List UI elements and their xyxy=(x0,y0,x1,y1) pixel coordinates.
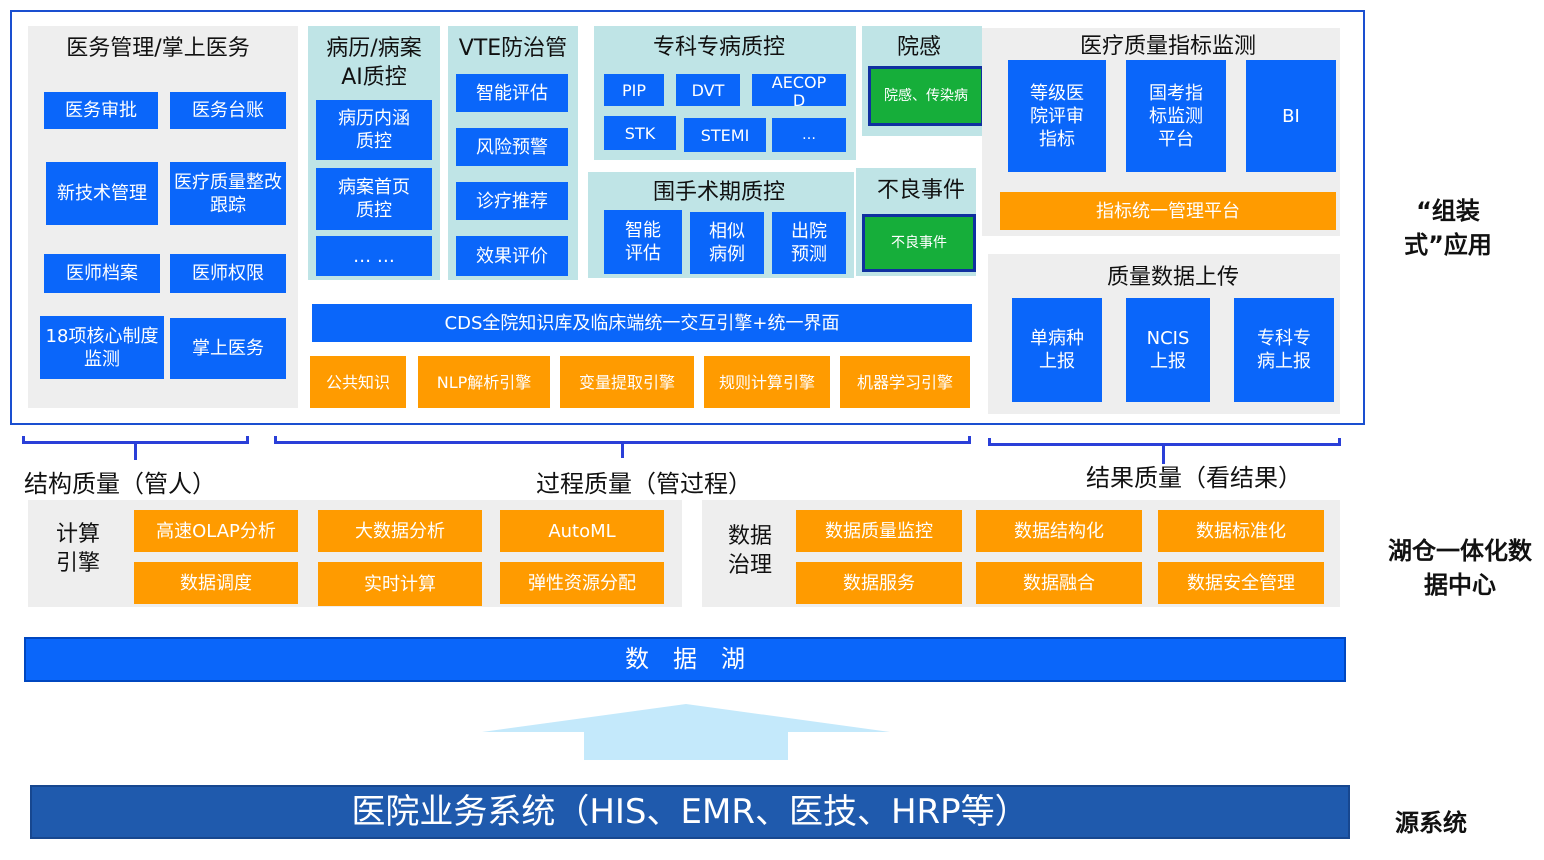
app-box[interactable]: 医疗质量整改跟踪 xyxy=(170,162,286,225)
app-box[interactable]: 病历内涵质控 xyxy=(316,100,432,160)
app-box[interactable]: 专科专病上报 xyxy=(1234,298,1334,402)
app-box[interactable]: 新技术管理 xyxy=(46,162,158,225)
panel-title: 病历/病案AI质控 xyxy=(326,36,422,90)
source-system-label: 源系统 xyxy=(1395,809,1467,837)
app-box[interactable]: DVT xyxy=(676,74,740,106)
panel-title: 医务管理/掌上医务 xyxy=(66,36,250,61)
app-box[interactable]: 出院预测 xyxy=(772,212,846,274)
app-box[interactable]: … … xyxy=(316,236,432,276)
panel-title: 不良事件 xyxy=(876,178,965,203)
panel-title: 计算引擎 xyxy=(55,522,100,576)
engine-box[interactable]: 变量提取引擎 xyxy=(560,356,694,408)
structure-quality-label: 结构质量（管人） xyxy=(24,470,216,498)
engine-box[interactable]: 机器学习引擎 xyxy=(840,356,970,408)
app-box[interactable]: 智能评估 xyxy=(604,210,682,274)
process-bracket xyxy=(274,436,971,444)
app-box[interactable]: 医师档案 xyxy=(44,254,160,293)
app-box[interactable]: … xyxy=(772,118,846,152)
governance-box[interactable]: 数据标准化 xyxy=(1158,510,1324,552)
compute-box[interactable]: 高速OLAP分析 xyxy=(134,510,298,552)
panel-title: 院感 xyxy=(896,35,941,60)
app-box[interactable]: NCIS上报 xyxy=(1126,298,1210,402)
application-layer-frame xyxy=(10,10,1365,425)
structure-bracket xyxy=(22,436,249,444)
compute-box[interactable]: 数据调度 xyxy=(134,562,298,604)
app-box[interactable]: 相似病例 xyxy=(690,212,764,274)
engine-box[interactable]: 公共知识 xyxy=(310,356,406,408)
app-box[interactable]: 单病种上报 xyxy=(1012,298,1102,402)
app-box[interactable]: 效果评价 xyxy=(456,236,568,276)
engine-box[interactable]: NLP解析引擎 xyxy=(418,356,550,408)
compute-box[interactable]: 弹性资源分配 xyxy=(500,562,664,604)
up-arrow-icon xyxy=(482,704,890,760)
governance-box[interactable]: 数据结构化 xyxy=(976,510,1142,552)
compute-box[interactable]: 实时计算 xyxy=(318,562,482,606)
bracket-tick xyxy=(134,444,137,460)
app-box[interactable]: 病案首页质控 xyxy=(316,168,432,230)
adverse-event-box[interactable]: 不良事件 xyxy=(862,214,976,272)
panel-title: 质量数据上传 xyxy=(1106,265,1239,290)
cds-bar[interactable]: CDS全院知识库及临床端统一交互引擎+统一界面 xyxy=(312,304,972,342)
hospital-business-system-bar[interactable]: 医院业务系统（HIS、EMR、医技、HRP等） xyxy=(30,785,1350,839)
app-box[interactable]: 18项核心制度监测 xyxy=(40,316,164,379)
governance-box[interactable]: 数据融合 xyxy=(976,562,1142,604)
app-box[interactable]: 等级医院评审指标 xyxy=(1008,60,1106,172)
app-box[interactable]: 智能评估 xyxy=(456,74,568,112)
bracket-tick xyxy=(621,444,624,458)
panel-title: 专科专病质控 xyxy=(652,35,785,60)
app-box[interactable]: 风险预警 xyxy=(456,128,568,166)
infection-box[interactable]: 院感、传染病 xyxy=(868,66,984,126)
app-box[interactable]: 医师权限 xyxy=(170,254,286,293)
app-box[interactable]: STEMI xyxy=(684,118,766,152)
engine-box[interactable]: 规则计算引擎 xyxy=(704,356,830,408)
result-bracket xyxy=(988,438,1341,446)
app-box[interactable]: 掌上医务 xyxy=(170,318,286,379)
compute-box[interactable]: AutoML xyxy=(500,510,664,552)
process-quality-label: 过程质量（管过程） xyxy=(536,470,752,498)
governance-box[interactable]: 数据安全管理 xyxy=(1158,562,1324,604)
data-lake-bar[interactable]: 数 据 湖 xyxy=(24,637,1346,682)
app-box[interactable]: 诊疗推荐 xyxy=(456,182,568,220)
assembled-apps-label: “组装式”应用 xyxy=(1404,197,1492,259)
result-quality-label: 结果质量（看结果） xyxy=(1086,464,1302,492)
app-box[interactable]: AECOPD xyxy=(752,74,846,106)
panel-title: 数据治理 xyxy=(727,524,772,578)
lakehouse-label: 湖仓一体化数据中心 xyxy=(1388,537,1532,599)
app-box[interactable]: BI xyxy=(1246,60,1336,172)
app-box[interactable]: 国考指标监测平台 xyxy=(1126,60,1226,172)
indicator-platform-bar[interactable]: 指标统一管理平台 xyxy=(1000,192,1336,230)
panel-title: 围手术期质控 xyxy=(652,180,785,205)
governance-box[interactable]: 数据质量监控 xyxy=(796,510,962,552)
governance-box[interactable]: 数据服务 xyxy=(796,562,962,604)
app-box[interactable]: 医务审批 xyxy=(44,92,158,129)
panel-title: VTE防治管 xyxy=(458,36,568,61)
bracket-tick xyxy=(1162,446,1165,464)
panel-title: 医疗质量指标监测 xyxy=(1079,34,1256,59)
compute-box[interactable]: 大数据分析 xyxy=(318,510,482,552)
app-box[interactable]: STK xyxy=(604,116,676,150)
app-box[interactable]: 医务台账 xyxy=(170,92,286,129)
app-box[interactable]: PIP xyxy=(604,74,664,106)
